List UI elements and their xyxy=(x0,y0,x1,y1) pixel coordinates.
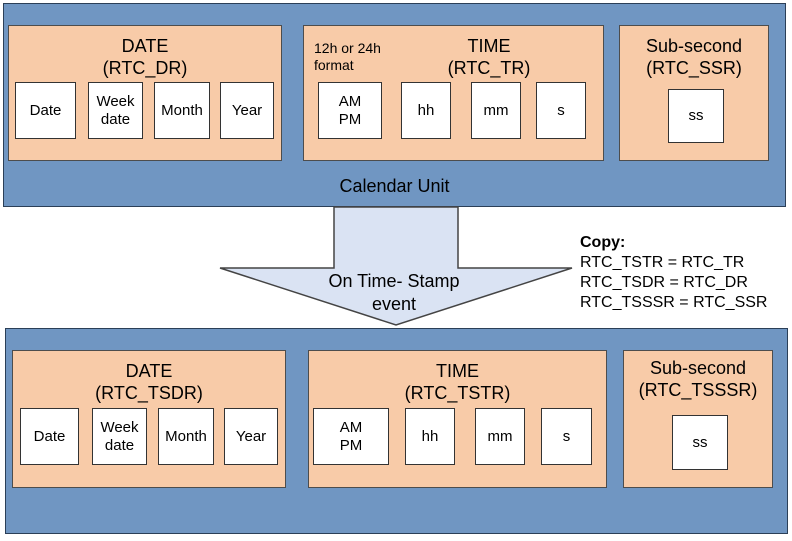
ts-time-title: TIME xyxy=(436,361,479,381)
date-title: DATE xyxy=(121,36,169,56)
ts-time-register: (RTC_TSTR) xyxy=(404,383,511,403)
ts-ampm-field: AM PM xyxy=(313,408,389,465)
week-date-field: Week date xyxy=(88,82,143,139)
ts-month-field: Month xyxy=(158,408,214,465)
hour-format-note: 12h or 24h format xyxy=(314,40,381,73)
copy-line-tstr: RTC_TSTR = RTC_TR xyxy=(580,254,745,271)
year-field: Year xyxy=(220,82,274,139)
date-register: (RTC_DR) xyxy=(102,58,188,78)
copy-line-tsssr: RTC_TSSSR = RTC_SSR xyxy=(580,294,768,311)
event-label: On Time- Stamp event xyxy=(328,271,460,314)
ts-date-title: DATE xyxy=(125,361,173,381)
time-register: (RTC_TR) xyxy=(447,58,531,78)
s-field: s xyxy=(536,82,586,139)
ampm-field: AM PM xyxy=(318,82,382,139)
copy-line-tsdr: RTC_TSDR = RTC_DR xyxy=(580,274,748,291)
ts-ss-field: ss xyxy=(672,415,728,470)
ts-subsecond-register: (RTC_TSSSR) xyxy=(638,380,758,400)
time-title: TIME xyxy=(467,36,511,56)
ts-date-register: (RTC_TSDR) xyxy=(95,383,203,403)
ts-hh-field: hh xyxy=(405,408,455,465)
copy-heading: Copy: xyxy=(580,234,626,251)
ss-field: ss xyxy=(668,89,724,143)
subsecond-register: (RTC_SSR) xyxy=(646,58,742,78)
ts-s-field: s xyxy=(541,408,592,465)
ts-date-field: Date xyxy=(20,408,79,465)
calendar-unit-label: Calendar Unit xyxy=(339,176,450,196)
subsecond-title: Sub-second xyxy=(645,36,743,56)
month-field: Month xyxy=(154,82,210,139)
date-field: Date xyxy=(15,82,76,139)
ts-mm-field: mm xyxy=(475,408,525,465)
ts-year-field: Year xyxy=(224,408,278,465)
hh-field: hh xyxy=(401,82,451,139)
mm-field: mm xyxy=(471,82,521,139)
ts-week-date-field: Week date xyxy=(92,408,147,465)
ts-subsecond-title: Sub-second xyxy=(649,358,747,378)
copy-block: Copy: RTC_TSTR = RTC_TR RTC_TSDR = RTC_D… xyxy=(580,233,790,313)
